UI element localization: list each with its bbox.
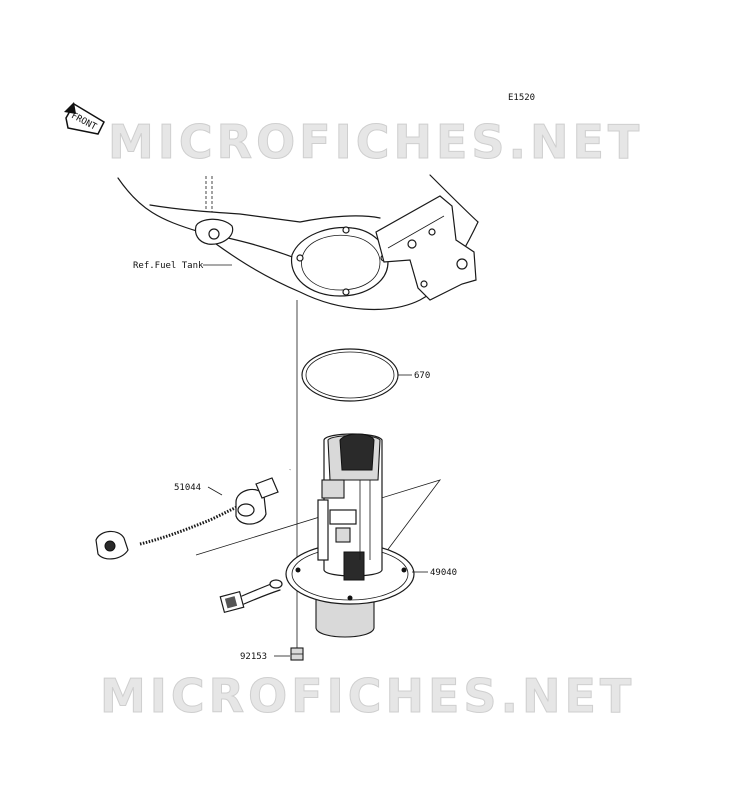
callout-670: 670 — [414, 371, 430, 381]
callout-51044: 51044 — [174, 483, 201, 493]
callout-ref-fuel-tank: Ref.Fuel Tank — [133, 261, 204, 271]
fuel-pump-assembly — [195, 433, 442, 638]
callout-49040: 49040 — [430, 568, 457, 578]
fuel-hose — [95, 468, 293, 560]
gasket-ring — [301, 348, 399, 402]
bolt — [290, 647, 304, 661]
front-arrow-icon: FRONT — [64, 102, 105, 135]
callout-92153: 92153 — [240, 652, 267, 662]
watermark-top: MICROFICHES.NET — [108, 115, 643, 169]
fuel-tank-outline — [117, 174, 479, 311]
watermark-bottom: MICROFICHES.NET — [100, 669, 635, 723]
diagram-code: E1520 — [508, 93, 535, 103]
electrical-connector — [219, 579, 283, 614]
